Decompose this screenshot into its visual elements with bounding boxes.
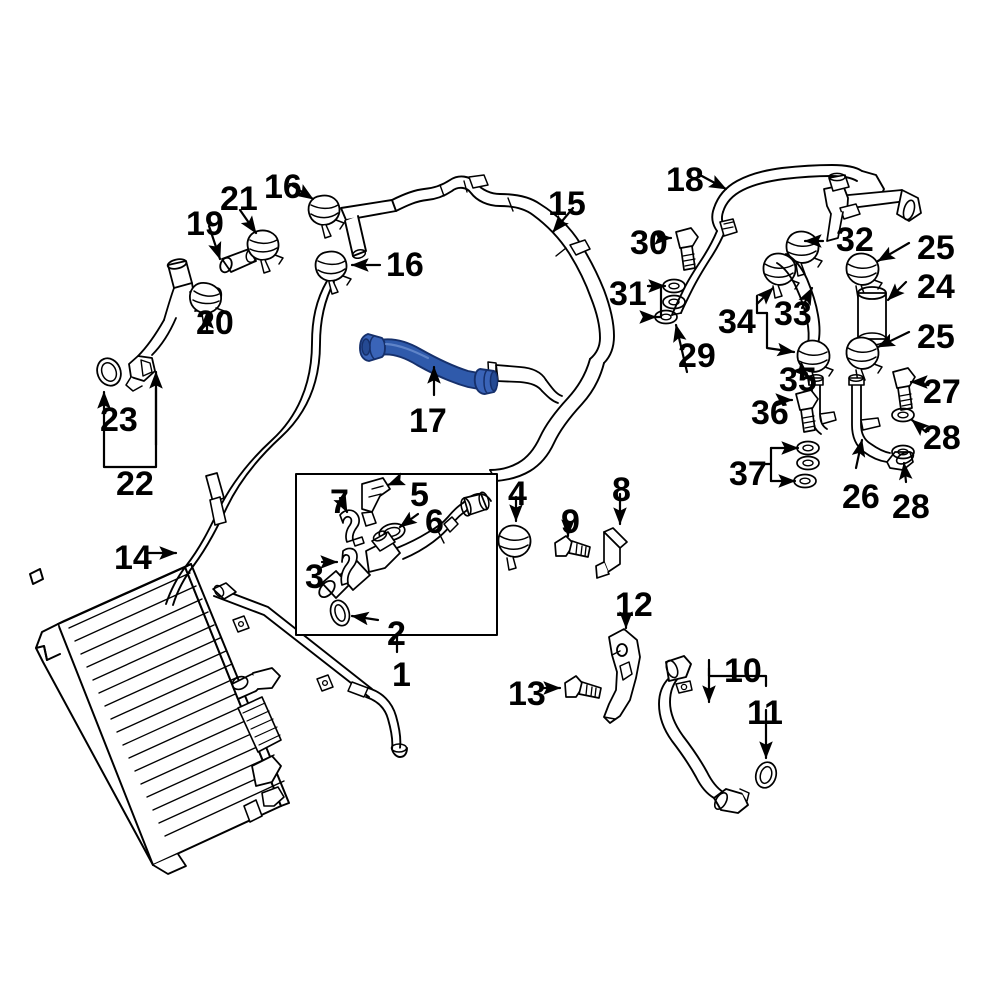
callout-18: 18 <box>666 161 704 199</box>
part-24-connector-sleeve <box>857 280 908 346</box>
callout-35: 35 <box>779 361 817 399</box>
part-8-mounting-bracket-small <box>595 492 628 579</box>
callout-19: 19 <box>186 205 224 243</box>
callout-6: 6 <box>425 503 444 541</box>
callout-16-upper: 16 <box>264 168 302 206</box>
callout-34: 34 <box>718 303 756 341</box>
part-4-hose-clamp <box>497 495 532 571</box>
part-16-hose-clamp-upper <box>288 182 345 239</box>
callout-12: 12 <box>615 586 653 624</box>
part-14-radiator-coolant-pipe <box>165 280 408 758</box>
part-28-sealing-washer-lower <box>891 444 915 484</box>
callout-36: 36 <box>751 394 789 432</box>
callout-28-upper: 28 <box>923 419 961 457</box>
callout-15: 15 <box>548 185 586 223</box>
part-1-assembly-box <box>295 472 498 654</box>
callout-9: 9 <box>561 503 580 541</box>
radiator <box>29 563 290 875</box>
callout-25-lower: 25 <box>917 318 955 356</box>
part-17-coolant-hose-highlighted <box>359 333 499 397</box>
part-27-hex-bolt <box>892 367 928 411</box>
part-16-hose-clamp-lower <box>314 250 382 295</box>
callout-32: 32 <box>836 221 874 259</box>
callout-2: 2 <box>387 615 406 653</box>
callout-5: 5 <box>410 476 429 514</box>
part-36-hex-bolt <box>775 389 819 433</box>
callout-30: 30 <box>630 224 668 262</box>
callout-8: 8 <box>612 471 631 509</box>
callout-28-lower: 28 <box>892 488 930 526</box>
part-20-hose-clamp <box>188 282 225 334</box>
right-tee-fitting <box>823 172 922 242</box>
part-7-sensor-retaining-clip <box>333 493 365 547</box>
part-21-hose-clamp <box>238 208 284 274</box>
callout-37: 37 <box>729 455 767 493</box>
part-2-o-ring-seal <box>329 599 380 627</box>
part-30-hex-bolt <box>654 227 699 271</box>
part-23-o-ring <box>96 357 122 387</box>
part-3-retaining-clip <box>320 547 358 586</box>
part-25-hose-clamp-lower <box>845 330 911 383</box>
callout-22: 22 <box>116 465 154 503</box>
part-10-coolant-hose-lower-right <box>658 655 778 814</box>
part-13-hex-bolt <box>539 675 602 699</box>
hose-stub-right-of-part-17 <box>495 364 563 404</box>
callout-27: 27 <box>923 373 961 411</box>
callout-13: 13 <box>508 675 546 713</box>
part-35-coolant-tube-short <box>791 360 837 435</box>
part-37-sealing-washer-set <box>761 440 820 489</box>
callout-3: 3 <box>305 558 324 596</box>
callout-1: 1 <box>392 656 411 694</box>
part-12-mounting-bracket-large <box>603 603 641 724</box>
part-9-hex-bolt <box>554 519 591 558</box>
callout-24: 24 <box>917 268 955 306</box>
callout-29: 29 <box>678 337 716 375</box>
part-32-hose-clamp <box>785 230 825 277</box>
part-5-coolant-temperature-sensor <box>361 472 407 527</box>
callout-33: 33 <box>774 295 812 333</box>
callout-20: 20 <box>196 304 234 342</box>
callout-17-highlighted-part: 17 <box>409 402 447 440</box>
callout-7: 7 <box>330 483 349 521</box>
callout-31: 31 <box>609 275 647 313</box>
callout-14: 14 <box>114 539 152 577</box>
callout-23: 23 <box>100 401 138 439</box>
part-34-hose-clamp-upper <box>755 252 800 315</box>
callout-25-upper: 25 <box>917 229 955 267</box>
part-11-o-ring-seal <box>754 761 778 789</box>
part-28-sealing-washer-upper <box>891 407 930 437</box>
callout-4: 4 <box>508 475 527 513</box>
callout-11: 11 <box>747 694 783 732</box>
callout-16-lower: 16 <box>386 246 424 284</box>
callout-10: 10 <box>724 652 762 690</box>
part-31-sealing-washer-set <box>639 278 686 325</box>
callout-21: 21 <box>220 180 258 218</box>
callout-26: 26 <box>842 478 880 516</box>
